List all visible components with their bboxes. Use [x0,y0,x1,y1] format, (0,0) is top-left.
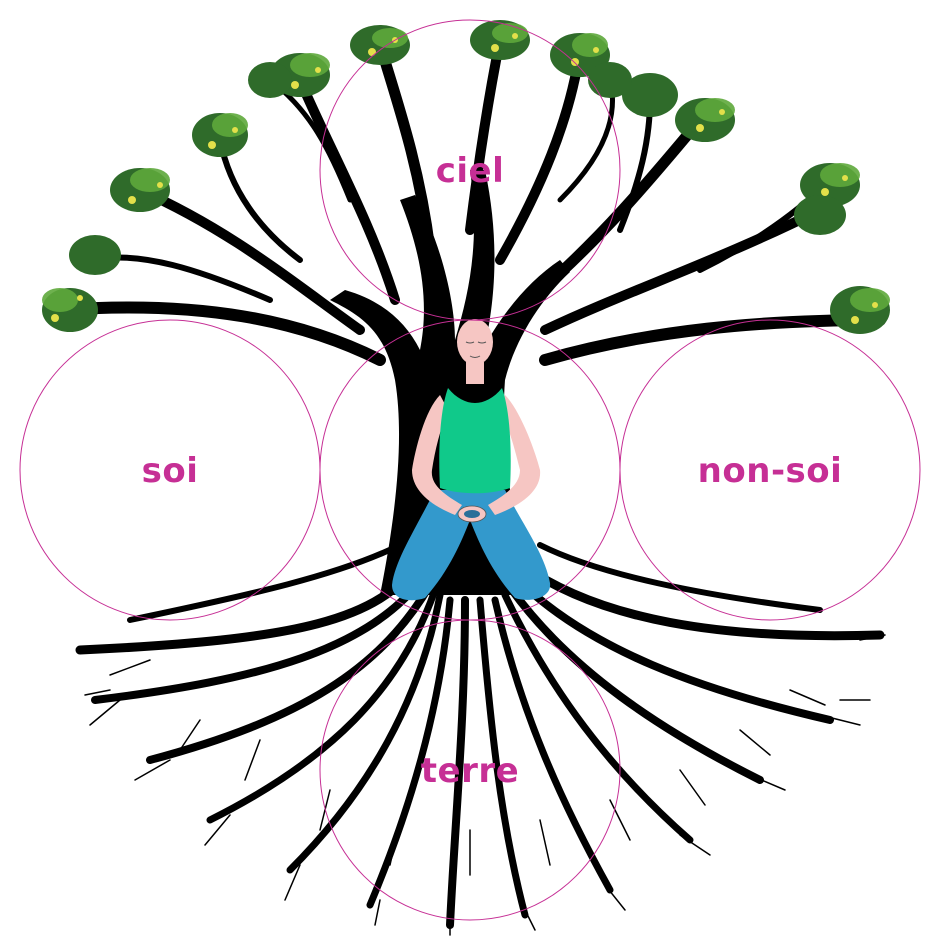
foliage [42,20,890,334]
label-soi: soi [142,451,199,491]
circle-bottom [319,619,621,921]
label-ciel: ciel [436,151,505,191]
head [457,319,493,365]
circles [19,19,921,921]
meditating-figure [392,319,551,601]
label-terre: terre [421,751,519,791]
right-arm [488,395,541,515]
label-non-soi: non-soi [698,451,843,491]
trunk-and-branches [330,170,570,595]
circle-right [619,319,921,621]
roots [75,542,886,936]
trousers [392,490,551,601]
tank-top [439,388,511,494]
left-arm [412,395,462,515]
